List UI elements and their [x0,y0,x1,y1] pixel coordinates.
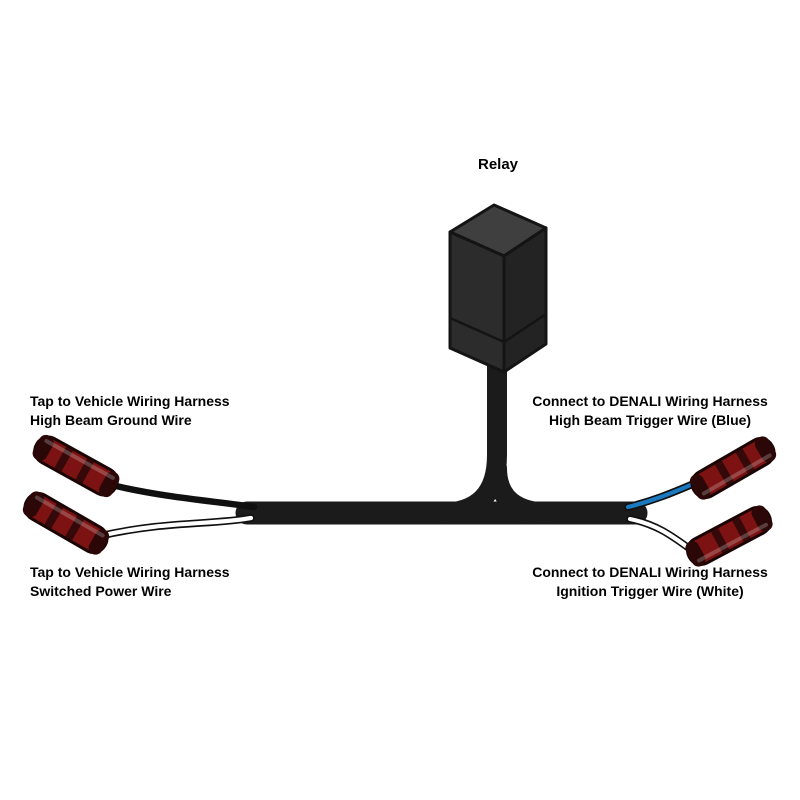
label-right-top: Connect to DENALI Wiring Harness High Be… [518,392,782,430]
high-beam-trigger-wire-blue [625,478,703,510]
ground-wire-black [112,482,258,511]
connector-right-top [689,436,777,500]
connector-highlight [44,439,115,480]
label-left-bottom-line1: Tap to Vehicle Wiring Harness [30,564,230,580]
relay-label: Relay [477,156,519,173]
connector-end-cap [685,541,706,567]
relay-front-face [448,230,506,374]
connector-end-cap [751,505,773,532]
label-left-top-line2: High Beam Ground Wire [30,412,192,428]
connector-highlight [701,453,772,496]
label-right-top-line2: High Beam Trigger Wire (Blue) [548,412,752,428]
connector-band [44,503,64,529]
connector-body [686,506,772,566]
switched-power-wire-white [97,515,254,539]
connector-band [54,446,74,472]
label-right-bottom-line2: Ignition Trigger Wire (White) [556,583,744,599]
connector-highlight [696,522,769,563]
connector-right-bottom [685,505,773,567]
connector-band [711,528,730,554]
relay-box [448,203,548,374]
connector-end-cap [88,529,110,555]
connector-end-cap [32,434,54,461]
connector-end-cap [754,436,777,463]
relay-drop-fillet [487,458,562,523]
relay-seam-line [449,312,547,344]
connector-end-cap [689,474,711,500]
label-left-top: Tap to Vehicle Wiring Harness High Beam … [30,392,230,430]
connector-left-top [32,434,120,498]
label-left-bottom-line2: Switched Power Wire [30,583,172,599]
connector-band [65,515,85,541]
label-right-bottom-line1: Connect to DENALI Wiring Harness [532,564,768,580]
relay-drop-cable [430,348,507,523]
connector-band [75,458,95,484]
label-right-bottom: Connect to DENALI Wiring Harness Ignitio… [518,563,782,601]
label-left-bottom: Tap to Vehicle Wiring Harness Switched P… [30,563,230,601]
label-right-top-line1: Connect to DENALI Wiring Harness [532,393,768,409]
connector-end-cap [22,491,45,518]
label-left-top-line1: Tap to Vehicle Wiring Harness [30,393,230,409]
connector-band [714,460,734,486]
connector-end-cap [99,471,120,498]
connector-band [735,448,755,474]
connector-highlight [34,495,105,538]
connector-body [33,435,119,497]
harness-cables [235,348,648,525]
connector-left-bottom [22,491,110,555]
connector-band [732,516,751,542]
